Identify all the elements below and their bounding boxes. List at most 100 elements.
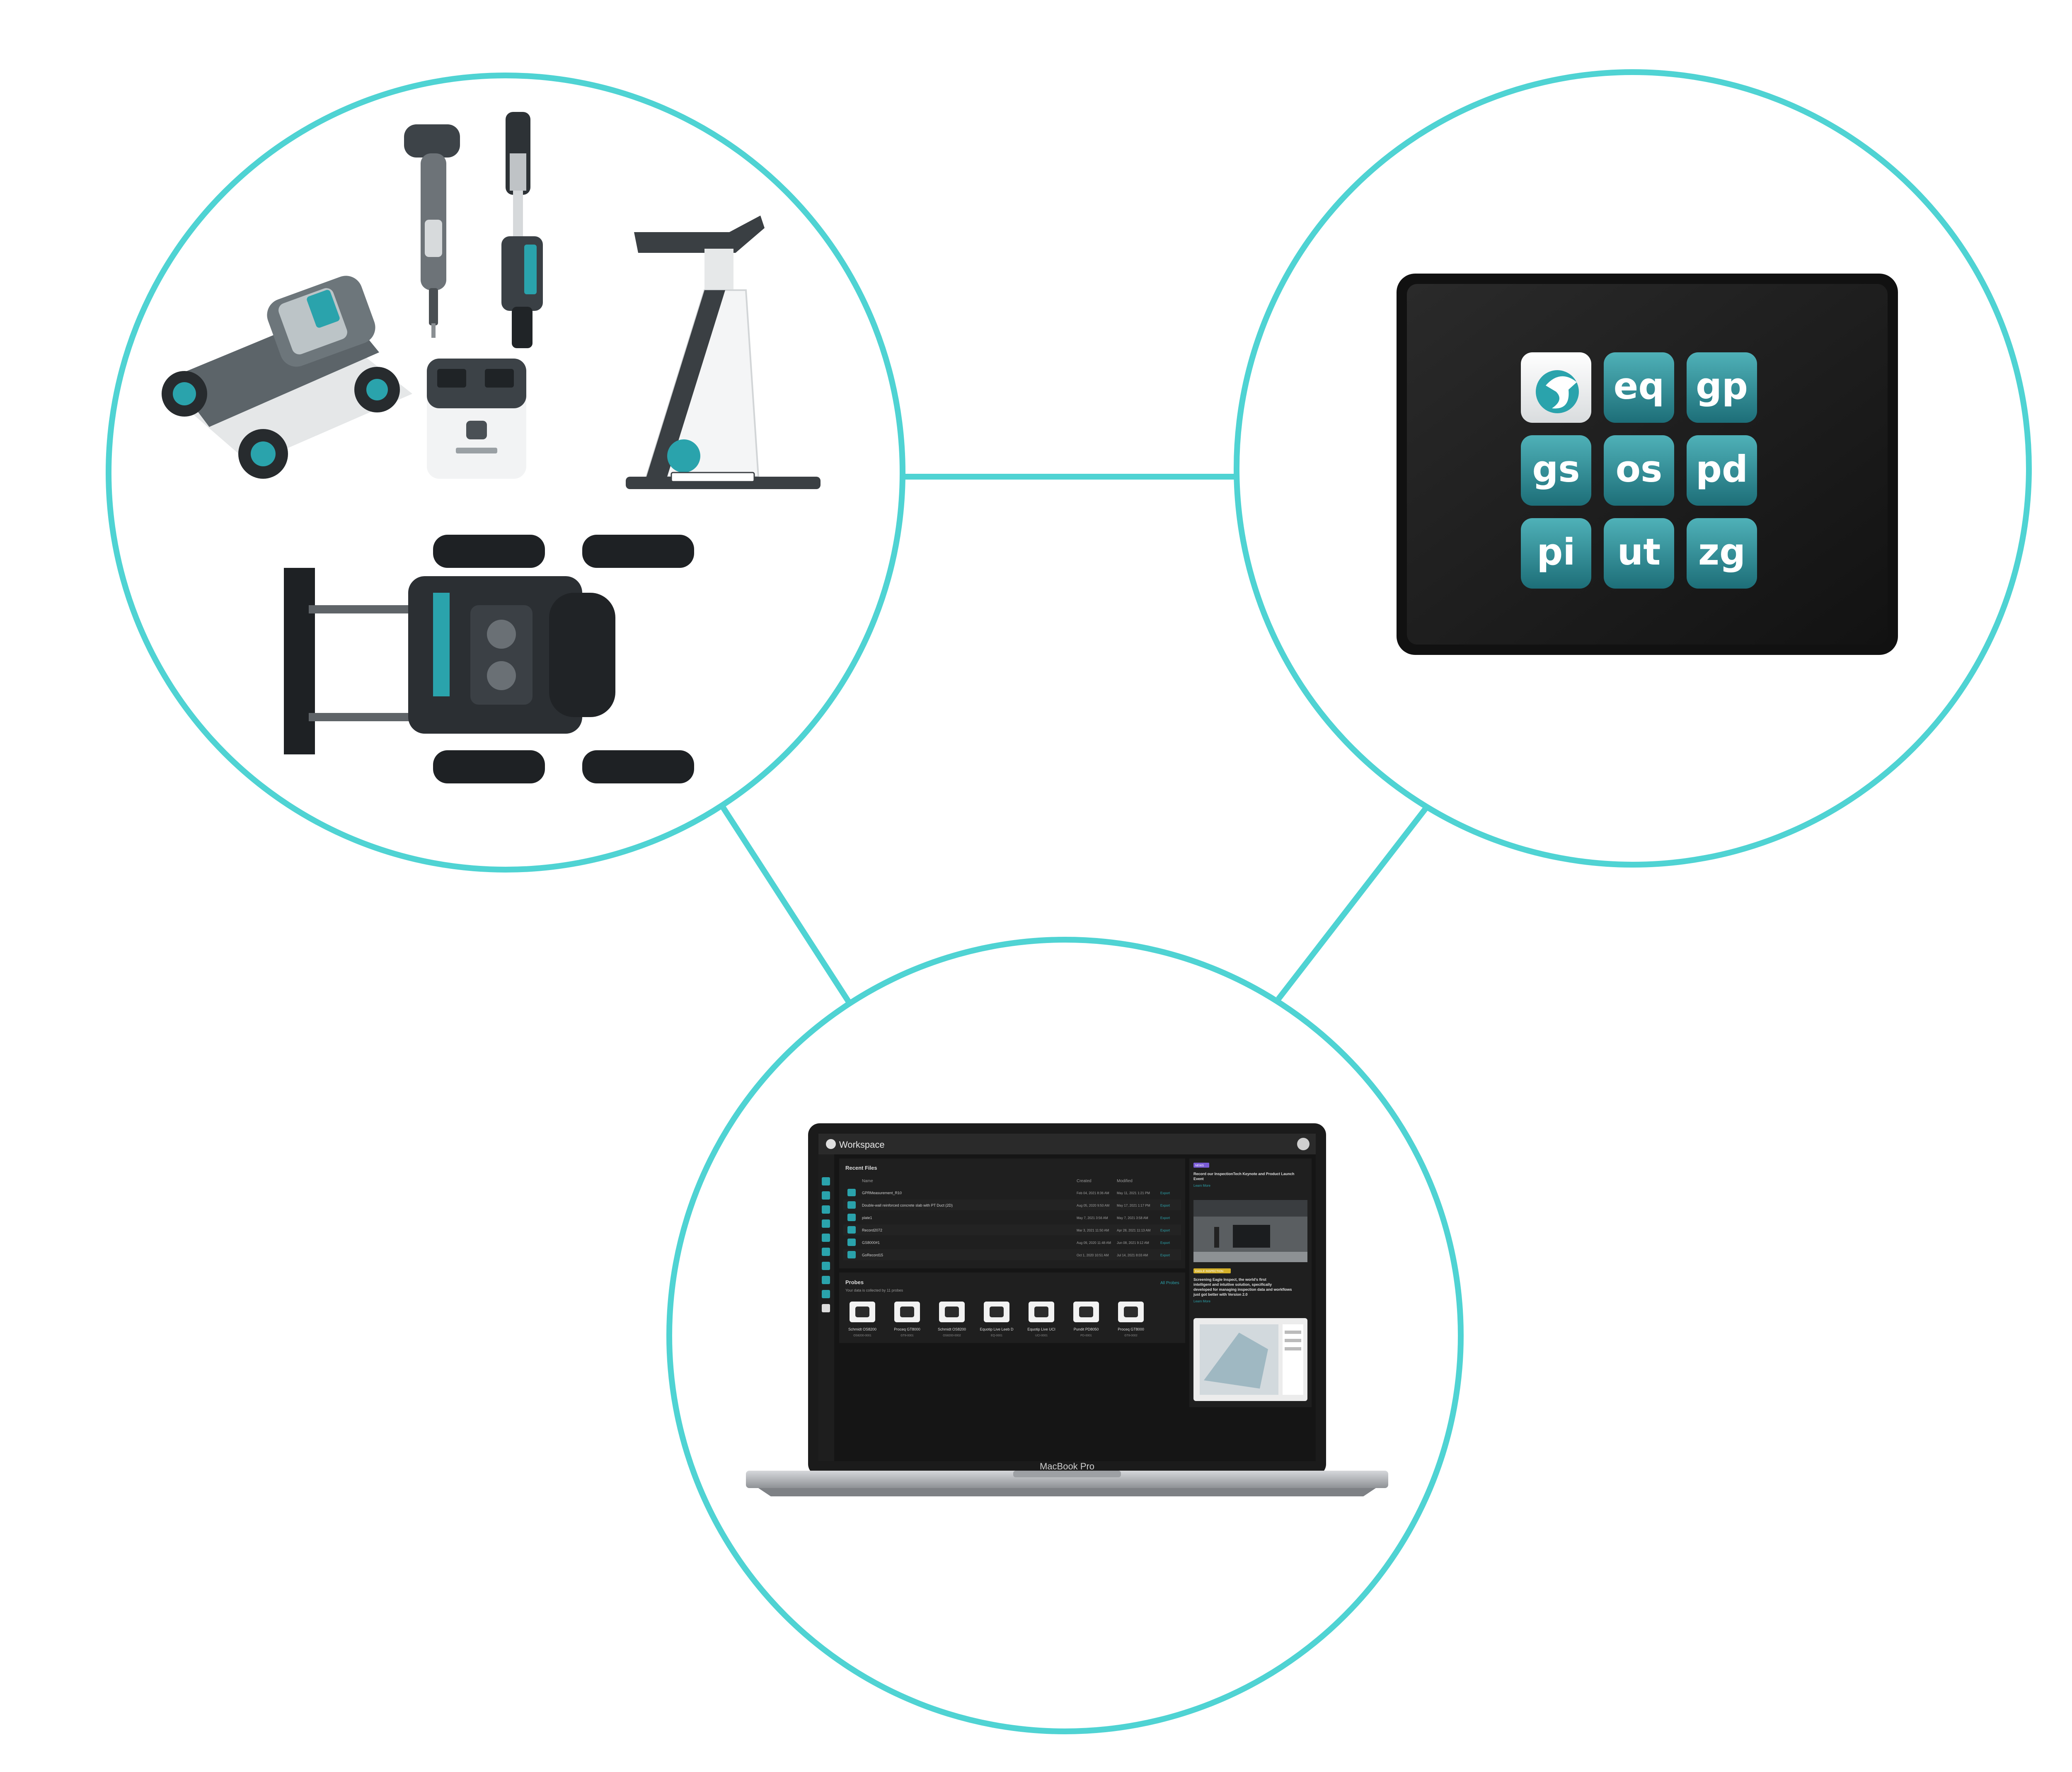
file-modified: Jun 08, 2021 9:12 AM [1117,1241,1149,1245]
connectors [714,474,1436,1005]
laptop-brand-label: MacBook Pro [1040,1461,1094,1471]
probe-serial: PD-0001 [1080,1334,1092,1337]
app-tile-gp[interactable]: gp [1687,352,1757,423]
probe-serial: OS8200-0002 [943,1334,961,1337]
app-tile-pi[interactable]: pi [1521,518,1591,589]
gpr-cart-device [284,535,694,783]
file-row[interactable]: Double-wall reinforced concrete slab wit… [843,1200,1181,1210]
app-tile-label: ut [1617,531,1661,573]
app-logo-icon [826,1139,836,1149]
learn-more-link[interactable]: Learn More [1193,1299,1210,1303]
sidebar-nav-icon[interactable] [822,1276,830,1284]
sidebar-nav-icon[interactable] [822,1248,830,1256]
file-created: Feb 04, 2021 8:36 AM [1077,1191,1109,1195]
news-badge [1193,1268,1231,1273]
app-tile-label: eq [1614,365,1665,407]
probes-subtitle: Your data is collected by 11 probes [845,1288,903,1292]
file-created: Mar 3, 2021 11:50 AM [1077,1229,1109,1232]
news-badge [1193,1163,1209,1168]
export-link[interactable]: Export [1160,1191,1170,1195]
learn-more-link[interactable]: Learn More [1193,1184,1210,1188]
sidebar-nav-icon[interactable] [822,1191,830,1200]
user-avatar-icon [1297,1138,1310,1150]
col-name: Name [862,1179,873,1183]
sidebar-nav-icon[interactable] [822,1290,830,1298]
probe-serial: EQ-0001 [991,1334,1002,1337]
export-link[interactable]: Export [1160,1229,1170,1232]
app-tile-home[interactable] [1521,352,1591,423]
app-tile-pd[interactable]: pd [1687,435,1757,506]
probe-card[interactable]: Equotip Live Leeb D EQ-0001 [980,1302,1014,1337]
app-tile-label: pi [1537,531,1575,573]
laptop-notch [1013,1471,1121,1477]
export-link[interactable]: Export [1160,1216,1170,1220]
laptop-base-lip [758,1488,1376,1496]
file-modified: May 11, 2021 1:21 PM [1117,1191,1150,1195]
probe-name: Proceq GT8000 [1118,1327,1144,1331]
file-name: Record2072 [862,1228,882,1232]
laptop-device: Workspace Recent Files Name Created Modi… [746,1123,1388,1496]
export-link[interactable]: Export [1160,1204,1170,1207]
probe-name: Equotip Live Leeb D [980,1327,1014,1331]
sidebar-icons [822,1177,830,1312]
sidebar-nav-icon[interactable] [822,1304,830,1312]
app-tile-eq[interactable]: eq [1604,352,1674,423]
sidebar-nav-icon[interactable] [822,1205,830,1214]
file-row[interactable]: Record2072 Mar 3, 2021 11:50 AM Apr 28, 20… [843,1224,1181,1235]
app-title: Workspace [839,1139,885,1150]
file-name: GoRecord15 [862,1253,883,1257]
pen-probe-device [501,112,543,348]
sidebar-nav-icon[interactable] [822,1262,830,1270]
file-icon [847,1251,856,1258]
app-tile-zg[interactable]: zg [1687,518,1757,589]
app-tile-label: pd [1696,448,1748,490]
laptop-base [746,1471,1388,1488]
file-icon [847,1226,856,1234]
probe-serial: OS8200-0001 [853,1334,871,1337]
sidebar-nav-icon[interactable] [822,1177,830,1185]
file-created: Oct 1, 2020 10:51 AM [1077,1253,1109,1257]
eagle-logo-icon [1536,370,1579,413]
file-created: Aug 05, 2020 9:50 AM [1077,1204,1110,1207]
file-name: Double-wall reinforced concrete slab wit… [862,1203,953,1207]
app-tile-ut[interactable]: ut [1604,518,1674,589]
file-icon [847,1189,856,1196]
app-tile-os[interactable]: os [1604,435,1674,506]
export-link[interactable]: Export [1160,1241,1170,1245]
connector-tablet-laptop [1276,796,1436,1001]
rover-device [162,276,412,479]
file-icon [847,1201,856,1209]
sidebar-nav-icon[interactable] [822,1219,830,1228]
file-icon [847,1214,856,1221]
sidebar-nav-icon[interactable] [822,1234,830,1242]
app-tile-label: gs [1532,448,1580,490]
export-link[interactable]: Export [1160,1253,1170,1257]
file-modified: May 7, 2021 3:58 AM [1117,1216,1148,1220]
all-probes-link[interactable]: All Probes [1160,1281,1179,1285]
news-badge-label: NEWS [1195,1164,1204,1167]
col-modified: Modified [1117,1179,1133,1183]
calibration-anvil-device [626,216,821,489]
probe-name: Equotip Live UCI [1027,1327,1055,1331]
app-tile-gs[interactable]: gs [1521,435,1591,506]
file-modified: Apr 28, 2021 11:13 AM [1117,1229,1151,1232]
file-name: GS8000#1 [862,1241,880,1245]
app-tile-label: gp [1696,365,1748,407]
